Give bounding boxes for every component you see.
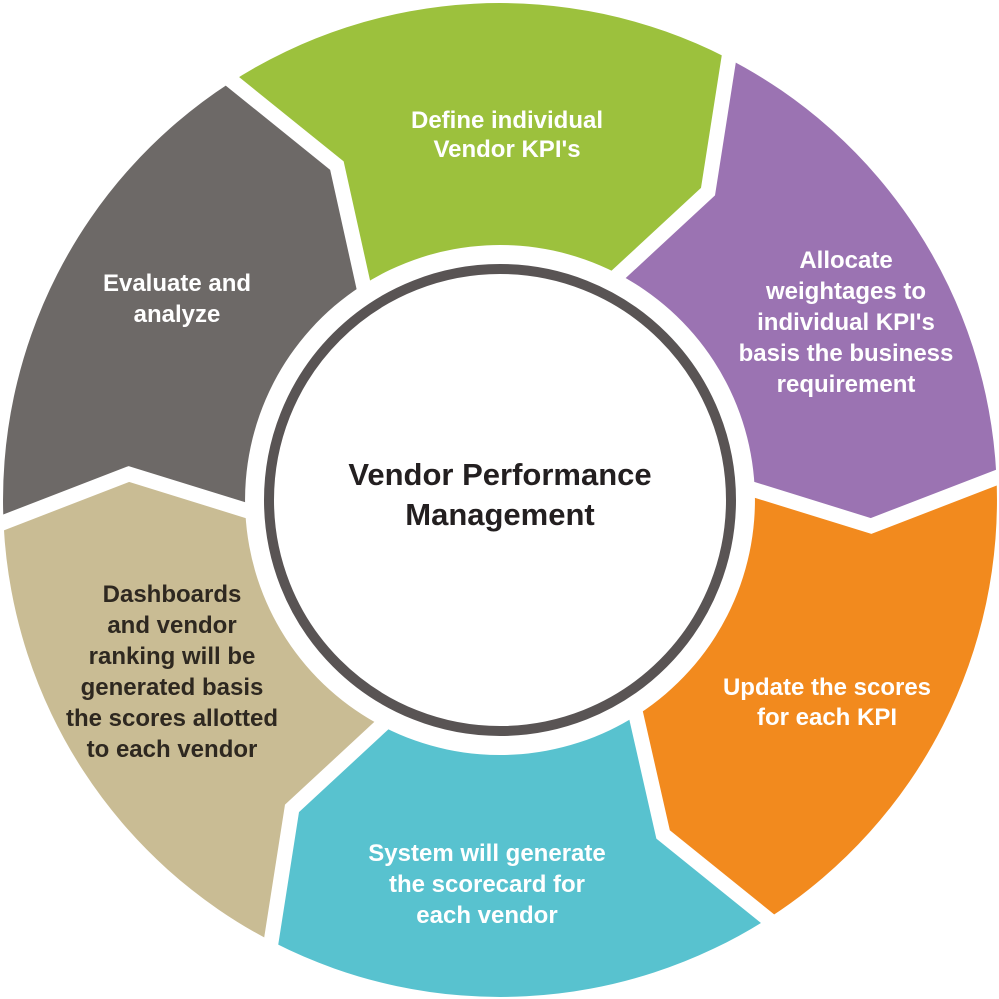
segment-label-dashboards-vendor-ranking: Dashboards and vendor ranking will be ge… [65, 581, 279, 763]
segment-update-scores [638, 474, 997, 917]
diagram-title: Vendor Performance Management [348, 457, 652, 532]
segment-dividers [0, 46, 999, 954]
segment-label-evaluate-analyze: Evaluate and analyze [102, 270, 252, 328]
segment-divider [218, 68, 373, 296]
segment-divider [626, 704, 782, 932]
segment-evaluate-analyze [3, 83, 362, 526]
center-ring [264, 264, 736, 736]
segment-label-allocate-weightages: Allocate weightages to individual KPI's … [738, 247, 954, 398]
segment-divider [606, 46, 739, 287]
segment-divider [0, 466, 257, 532]
segment-label-define-vendor-kpis: Define individual Vendor KPI's [410, 107, 604, 163]
segment-label-generate-scorecard: System will generate the scorecard for e… [368, 840, 606, 929]
segment-divider [261, 713, 394, 954]
segment-label-update-scores: Update the scores for each KPI [722, 674, 932, 731]
segment-divider [743, 468, 999, 534]
